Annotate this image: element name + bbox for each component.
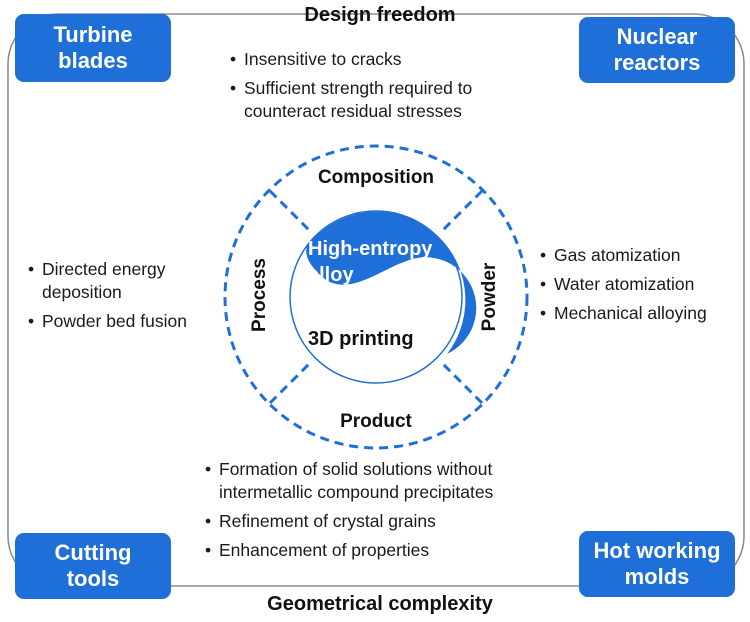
outer-dashed-ring [223, 144, 529, 450]
spoke-top-right [438, 189, 484, 235]
turbine-blades-box: Turbine blades [15, 14, 171, 82]
list-item: Powder bed fusion [28, 310, 228, 333]
list-item: Formation of solid solutions without int… [205, 458, 565, 504]
list-item: Mechanical alloying [540, 302, 750, 325]
powder-bullets: Gas atomization Water atomization Mechan… [540, 244, 750, 331]
list-item: Sufficient strength required to countera… [230, 77, 520, 123]
yin-yang-blue-half [306, 211, 477, 354]
box-line: molds [624, 564, 690, 589]
box-line: reactors [613, 50, 701, 75]
hea-label-line2: alloy [308, 264, 354, 286]
ring-label-product: Product [340, 411, 412, 432]
hea-label-line1: High-entropy [308, 238, 433, 260]
hot-working-molds-box: Hot working molds [579, 531, 735, 597]
box-line: tools [66, 566, 120, 591]
product-bullets: Formation of solid solutions without int… [205, 458, 565, 568]
composition-bullets: Insensitive to cracks Sufficient strengt… [230, 48, 520, 129]
3d-printing-label: 3D printing [308, 328, 414, 350]
nuclear-reactors-box: Nuclear reactors [579, 17, 735, 83]
spoke-bottom-right [438, 359, 484, 405]
box-line: Turbine [53, 22, 133, 47]
list-item: Water atomization [540, 273, 750, 296]
list-item: Gas atomization [540, 244, 750, 267]
list-item: Enhancement of properties [205, 539, 565, 562]
list-item: Directed energy deposition [28, 258, 228, 304]
list-item: Refinement of crystal grains [205, 510, 565, 533]
ring-label-process: Process [249, 258, 270, 332]
box-line: blades [58, 48, 128, 73]
geometrical-complexity-heading: Geometrical complexity [267, 593, 493, 615]
process-bullets: Directed energy deposition Powder bed fu… [28, 258, 228, 339]
spoke-top-left [268, 189, 314, 235]
box-line: Hot working [593, 538, 721, 563]
box-line: Nuclear [616, 24, 698, 49]
ring-label-powder: Powder [479, 262, 500, 331]
spoke-bottom-left [268, 359, 314, 405]
cutting-tools-box: Cutting tools [15, 533, 171, 599]
list-item: Insensitive to cracks [230, 48, 520, 71]
box-line: Cutting [54, 540, 132, 565]
ring-label-composition: Composition [318, 167, 434, 188]
design-freedom-heading: Design freedom [304, 4, 456, 26]
inner-circle [289, 210, 463, 384]
frame-outline [7, 13, 745, 587]
